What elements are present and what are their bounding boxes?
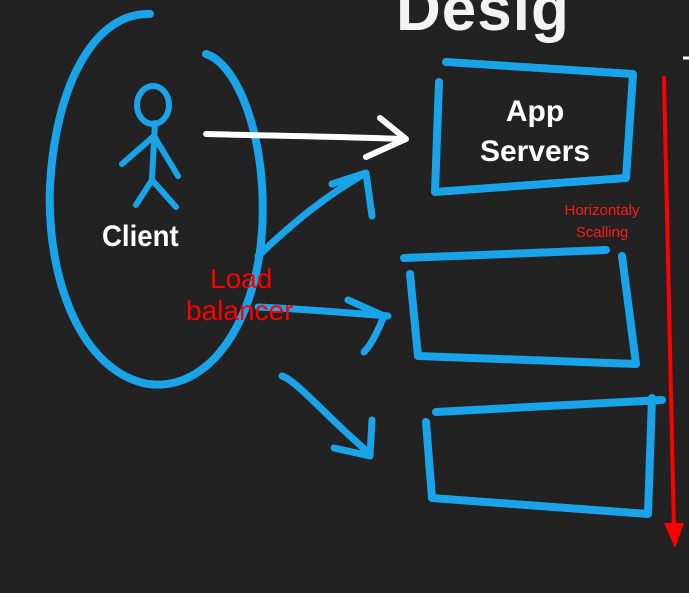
- lb-to-server2-arrow-head: [344, 296, 388, 356]
- app-servers-label-line1: App: [505, 95, 565, 128]
- server-box-2: [400, 246, 640, 368]
- scaling-arrow: [662, 76, 684, 548]
- client-to-app-arrow-shaft: [203, 131, 407, 142]
- horizontal-scaling-label-line2: Scalling: [575, 224, 629, 241]
- scaling-arrow-shaft: [662, 76, 676, 532]
- client-to-app-arrow-head: [363, 115, 409, 160]
- server-box-3: [422, 394, 666, 518]
- lb-to-server2-arrow: [254, 296, 392, 356]
- stick-figure-head: [134, 83, 172, 127]
- lb-to-app-arrow-shaft: [254, 170, 368, 260]
- client-label: Client: [102, 220, 179, 253]
- lb-to-server3-arrow: [278, 372, 376, 460]
- app-servers-label-line2: Servers: [479, 135, 591, 168]
- lb-to-server2-arrow-shaft: [254, 303, 392, 320]
- load-balancer-label: Load balancer: [186, 263, 293, 327]
- stick-figure-legs: [133, 177, 179, 210]
- stick-figure-body: [149, 120, 158, 181]
- lb-to-app-arrow-head: [328, 169, 376, 220]
- app-servers-box: [431, 58, 637, 196]
- load-balancer-label-line1: Load: [210, 263, 273, 294]
- client-to-app-arrow: [203, 115, 409, 160]
- client-ellipse: [45, 9, 267, 389]
- scaling-arrow-head: [664, 523, 684, 548]
- lb-to-server3-arrow-head: [330, 416, 376, 460]
- app-servers-label: App Servers: [470, 92, 600, 172]
- lb-to-server3-arrow-shaft: [278, 372, 372, 456]
- stick-figure-arms: [119, 133, 181, 179]
- horizontal-scaling-label-line1: Horizontaly: [564, 202, 640, 219]
- load-balancer-label-line2: balancer: [186, 295, 294, 326]
- lb-to-app-arrow: [254, 169, 376, 260]
- horizontal-scaling-label: Horizontaly Scalling: [556, 200, 648, 244]
- stick-figure-icon: [119, 83, 181, 210]
- page-title-fragment: Desig: [396, 0, 570, 44]
